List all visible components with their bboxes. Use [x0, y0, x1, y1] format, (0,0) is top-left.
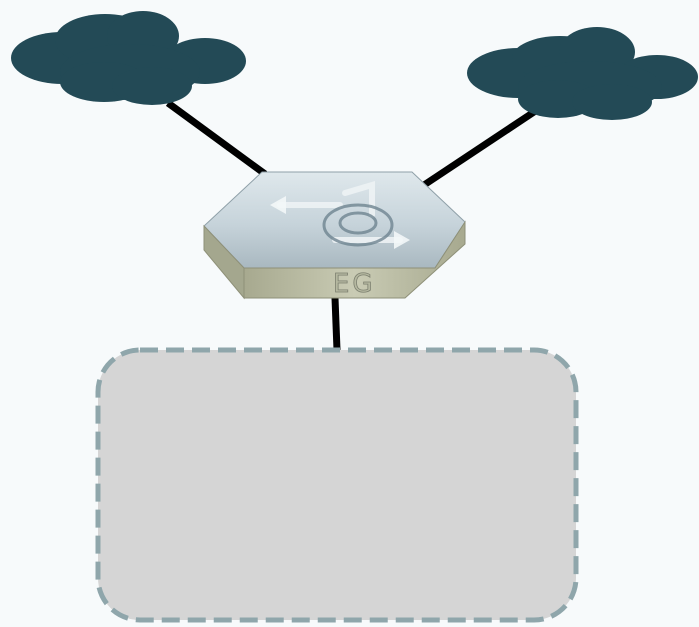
link-cloud-right-to-router	[421, 108, 540, 187]
link-router-to-zone	[335, 298, 337, 350]
router-icon: EG	[204, 172, 465, 299]
network-zone	[98, 350, 576, 620]
link-cloud-left-to-router	[168, 103, 265, 174]
router-label: EG	[333, 269, 376, 299]
cloud-left-icon	[11, 11, 246, 105]
cloud-right-icon	[467, 27, 698, 120]
